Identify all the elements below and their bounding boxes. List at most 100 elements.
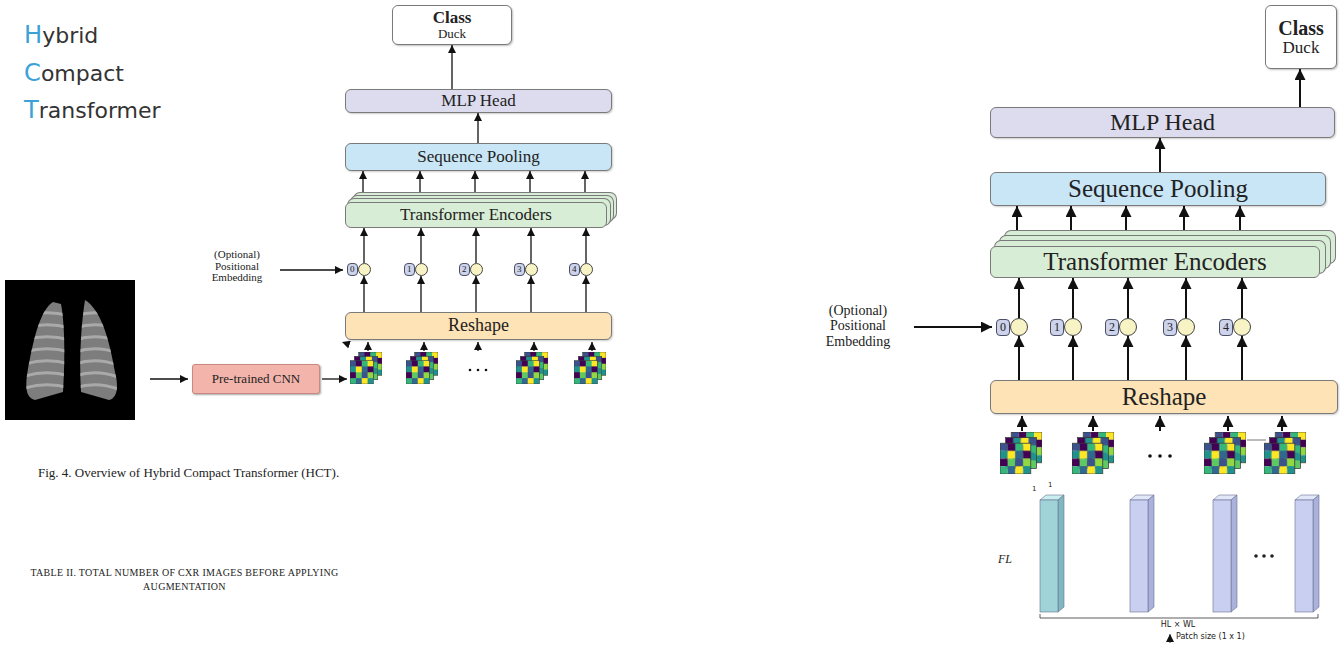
arrow: [584, 171, 585, 193]
token-circle: [415, 263, 428, 276]
arrow: [1185, 336, 1187, 380]
mlp-head-box: MLP Head: [345, 89, 612, 113]
token-circle: [525, 263, 538, 276]
patch-label: Patch size (1 x 1): [1176, 633, 1245, 642]
token-index: 0: [996, 319, 1010, 336]
arrow: [530, 228, 531, 263]
token-circle: [1177, 318, 1195, 336]
arrow: [1127, 336, 1129, 380]
token: 0: [996, 318, 1028, 336]
encoder-stack: Transformer Encoders: [990, 246, 1320, 278]
node-text: Sequence Pooling: [1068, 175, 1248, 203]
token-index: 4: [1219, 319, 1233, 336]
title-word-text: Compact: [24, 60, 124, 87]
node-text: Reshape: [448, 316, 509, 336]
token: 1: [1050, 318, 1082, 336]
arrow: [475, 228, 476, 263]
title-word-text: Transformer: [24, 97, 161, 124]
token-circle: [1119, 318, 1137, 336]
embedding-note: (Optional) Positional Embedding: [196, 249, 278, 284]
token-index: 1: [404, 263, 415, 276]
arrow: [419, 171, 420, 193]
arrow: [1018, 278, 1020, 318]
arrow: [363, 276, 364, 312]
dimension-number: 1: [1048, 482, 1052, 490]
feature-label: FL: [998, 553, 1012, 566]
token-circle: [1010, 318, 1028, 336]
arrow: [1183, 206, 1185, 231]
dots: [1254, 554, 1274, 558]
token: 0: [347, 263, 371, 276]
arrow: [1241, 336, 1243, 380]
token: 2: [1105, 318, 1137, 336]
mlp-head-box: MLP Head: [990, 107, 1335, 138]
arrow: [1299, 69, 1301, 107]
node-text: Class: [1278, 17, 1324, 39]
arrow: [363, 228, 364, 263]
title-word: Compact: [24, 60, 124, 87]
dimension-label: HL × WL: [1138, 621, 1218, 630]
pooling-box: Sequence Pooling: [990, 172, 1326, 206]
figure-caption: Fig. 4. Overview of Hybrid Compact Trans…: [38, 466, 339, 480]
node-text: Transformer Encoders: [1043, 248, 1266, 276]
arrow: [451, 45, 452, 89]
arrow: [1239, 206, 1241, 231]
token-index: 2: [1105, 319, 1119, 336]
token: 2: [459, 263, 483, 276]
dimension-number: 1: [1032, 486, 1036, 494]
caption-text: Fig. 4. Overview of Hybrid Compact Trans…: [38, 466, 339, 480]
patch-label-text: Patch size (1 x 1): [1176, 633, 1245, 642]
arrow: [529, 171, 530, 193]
layout-arrows: [914, 327, 1282, 431]
token-circle: [358, 263, 371, 276]
token-circle: [580, 263, 593, 276]
arrow: [1018, 336, 1020, 380]
title-word-text: Hybrid: [24, 22, 98, 49]
pooling-box: Sequence Pooling: [345, 143, 612, 171]
arrow: [420, 276, 421, 312]
arrow: [1072, 278, 1074, 318]
token: 3: [1163, 318, 1195, 336]
token-circle: [1233, 318, 1251, 336]
token: 4: [1219, 318, 1251, 336]
arrow: [1125, 206, 1127, 231]
token-index: 0: [347, 263, 358, 276]
token-index: 2: [459, 263, 470, 276]
dimension-number-text: 1: [1048, 482, 1052, 490]
token: 3: [514, 263, 538, 276]
dimension-number-text: 1: [1032, 486, 1036, 494]
embedding-note-text: (Optional) Positional Embedding: [196, 249, 278, 284]
arrow: [585, 228, 586, 263]
token-columns: [1040, 495, 1319, 612]
class-box: ClassDuck: [1265, 5, 1337, 69]
node-text: Duck: [438, 27, 466, 41]
table-caption-text: TABLE II. TOTAL NUMBER OF CXR IMAGES BEF…: [12, 566, 357, 594]
arrow: [530, 276, 531, 312]
encoder-stack: Transformer Encoders: [345, 202, 607, 228]
token-index: 3: [514, 263, 525, 276]
arrow: [1016, 206, 1018, 231]
table-caption: TABLE II. TOTAL NUMBER OF CXR IMAGES BEF…: [12, 566, 357, 594]
token: 4: [569, 263, 593, 276]
token-index: 1: [1050, 319, 1064, 336]
reshape-box: Reshape: [345, 312, 612, 340]
arrow: [1241, 278, 1243, 318]
node-text: Reshape: [1122, 383, 1207, 411]
title-word: Hybrid: [24, 22, 98, 49]
arrow: [1159, 138, 1161, 172]
arrow: [474, 171, 475, 193]
token-index: 3: [1163, 319, 1177, 336]
reshape-box: Reshape: [990, 380, 1338, 414]
node-text: Class: [433, 9, 472, 28]
arrow: [477, 113, 478, 143]
node-text: Pre-trained CNN: [212, 372, 300, 386]
arrow: [1127, 278, 1129, 318]
arrow: [1070, 206, 1072, 231]
node-text: Transformer Encoders: [400, 206, 552, 225]
arrow: [1185, 278, 1187, 318]
token: 1: [404, 263, 428, 276]
token-circle: [1064, 318, 1082, 336]
arrow: [585, 276, 586, 312]
